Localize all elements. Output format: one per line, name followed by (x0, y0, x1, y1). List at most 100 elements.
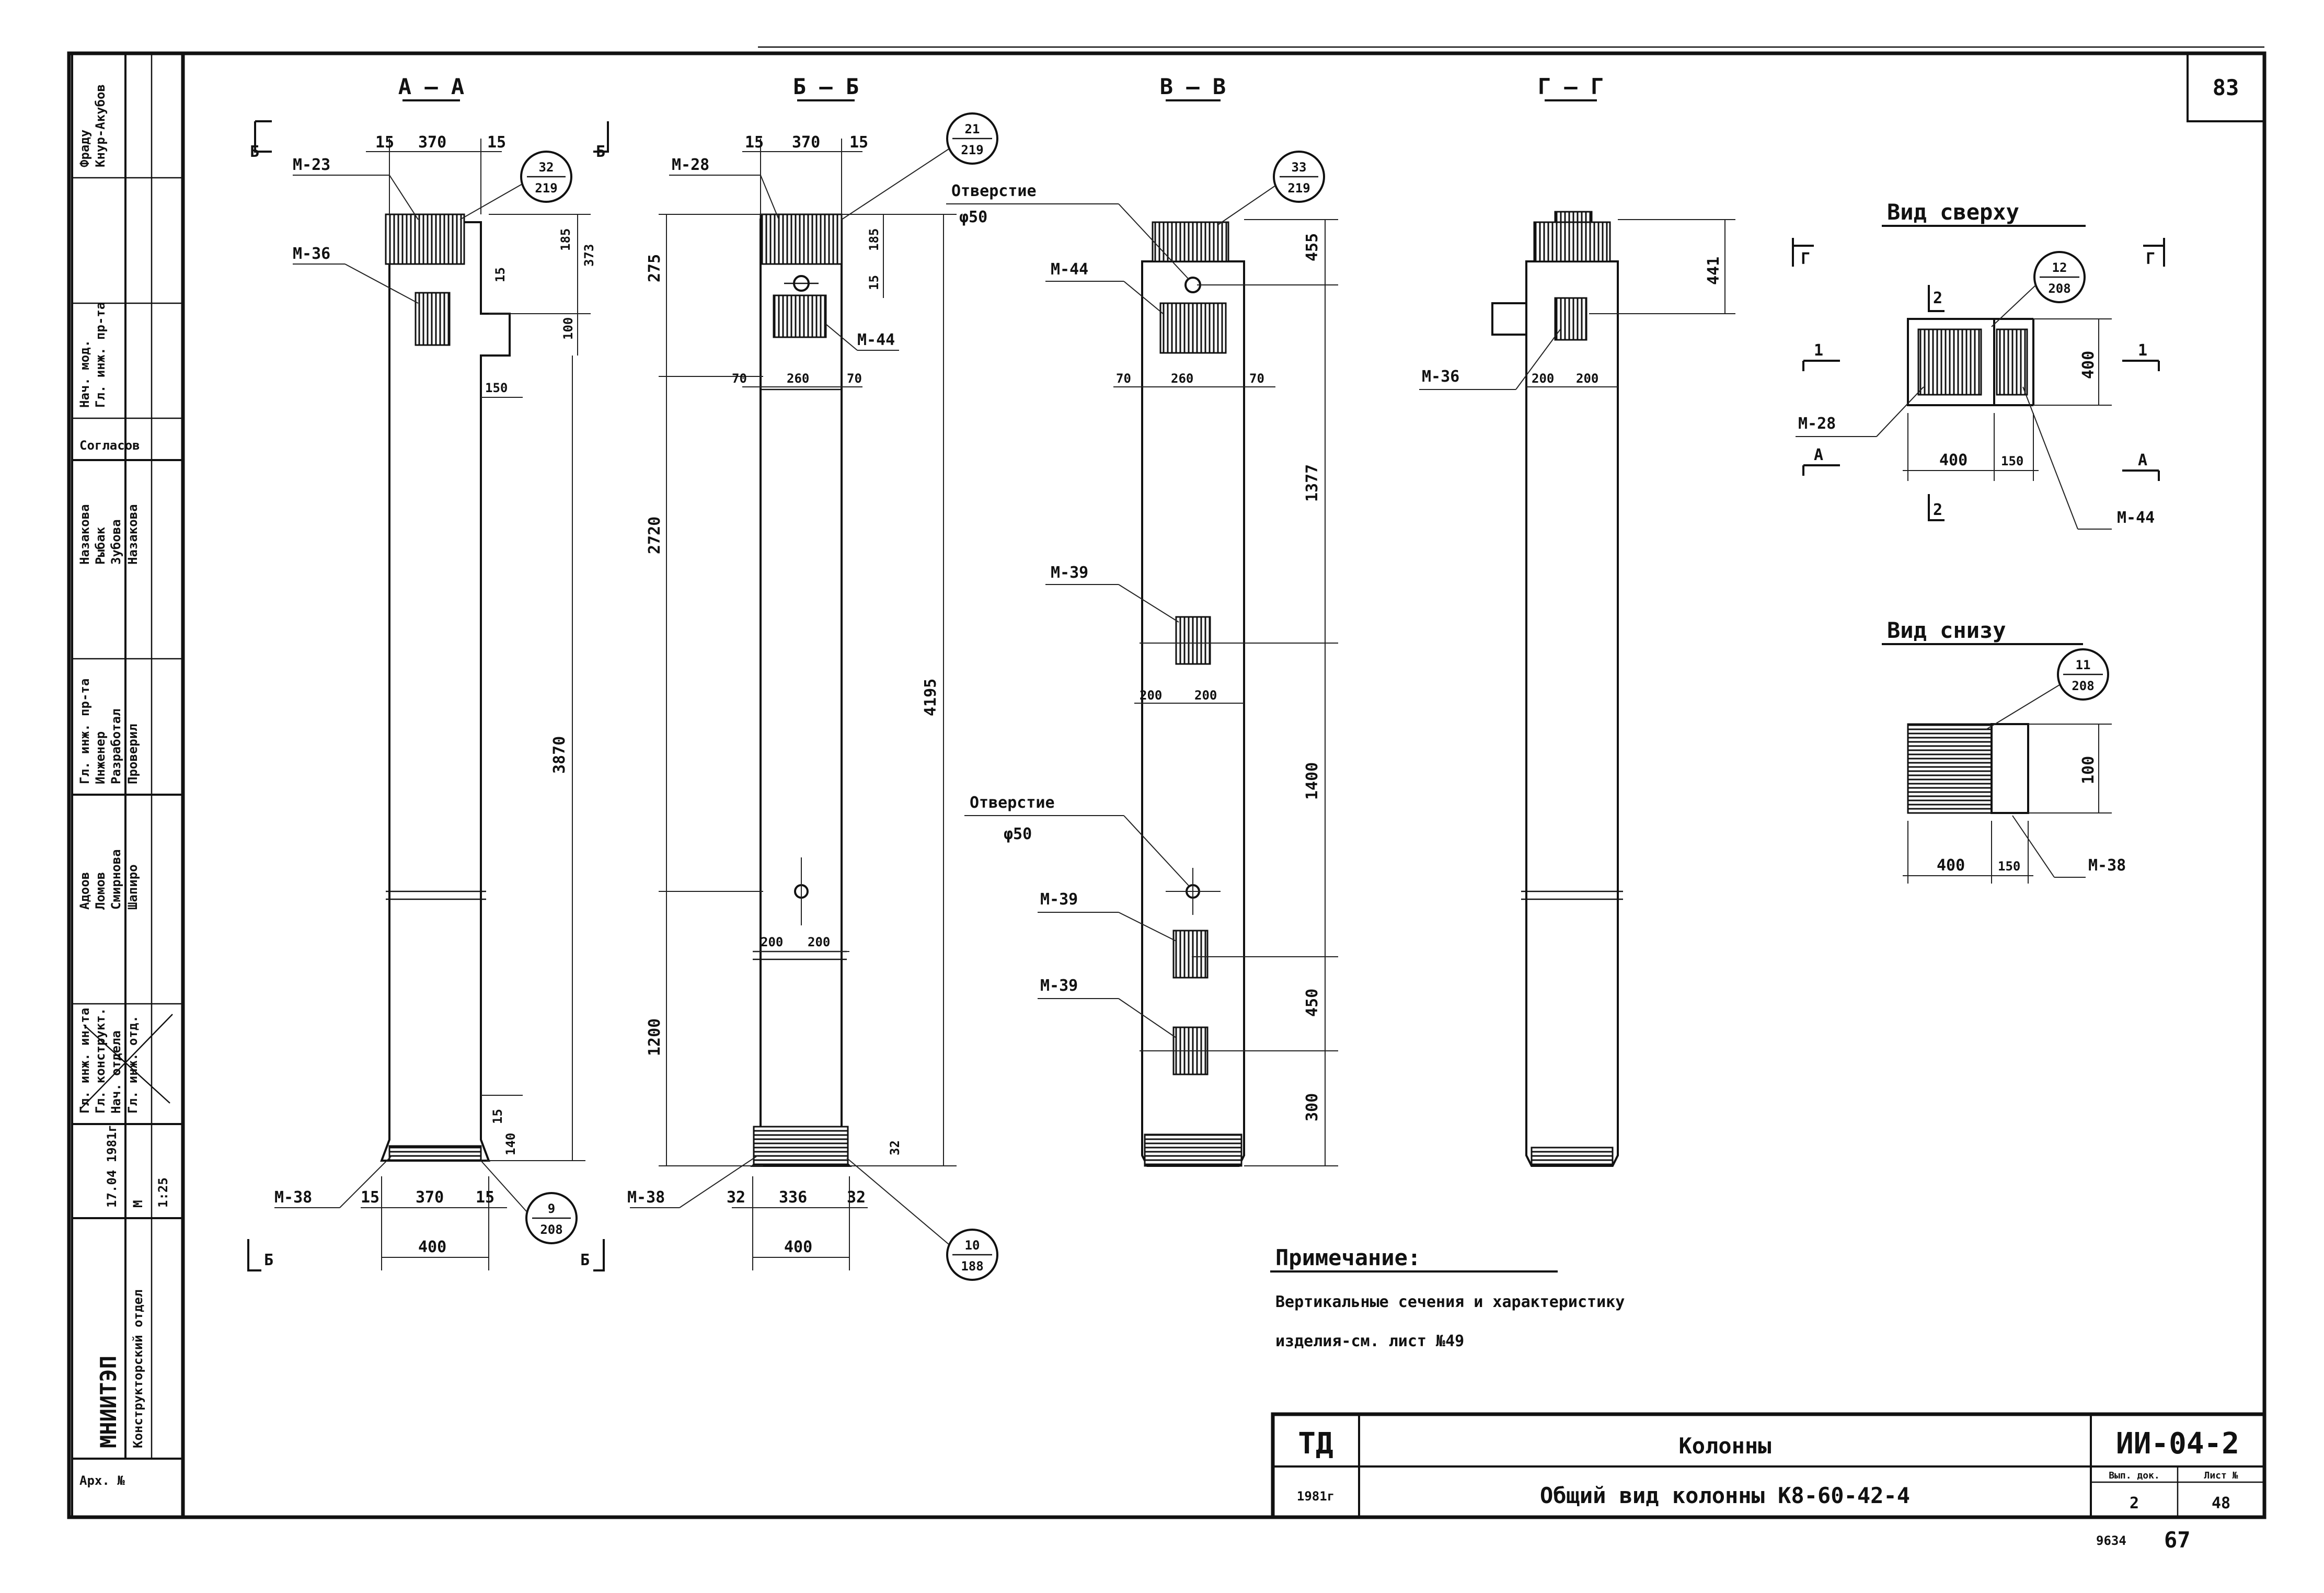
bb-dim-200-l: 200 (761, 935, 783, 949)
side-stamp-scale-m: М (131, 1200, 145, 1208)
side-stamp-institute: МНИИТЭП (96, 1356, 121, 1448)
side-stamp-role-5: Инженер (93, 731, 108, 784)
side-stamp-name-0: Адоов (77, 872, 92, 910)
bb-label-m38: М-38 (627, 1188, 665, 1207)
note-block: Примечание: Вертикальные сечения и харак… (1270, 1245, 1625, 1350)
side-stamp-name-3: Шапиро (125, 864, 140, 910)
gg-dim-200-r: 200 (1576, 371, 1598, 386)
side-stamp-role-1: Гл. конструкт. (93, 1008, 108, 1114)
bb-dim-275: 275 (646, 254, 664, 282)
stamp-title-main: Колонны (1678, 1433, 1771, 1459)
aa-dim-15-small: 15 (493, 267, 508, 282)
section-gg: Г – Г 441 200 200 М-36 (1419, 74, 1735, 1167)
bb-dim-15-small: 15 (867, 275, 881, 290)
vv-hole-dia-1: φ50 (959, 208, 987, 226)
aa-dim-370-bot: 370 (416, 1188, 444, 1207)
sheet-frame (67, 46, 2267, 1519)
side-stamp-role-4: Гл. инж. пр-та (77, 679, 92, 784)
view-top-sec-a-r: А (2138, 451, 2147, 469)
aa-dim-100: 100 (561, 317, 576, 340)
signature-mark (80, 1014, 173, 1109)
vv-dim-455: 455 (1303, 233, 1321, 261)
note-heading: Примечание: (1275, 1245, 1421, 1270)
bb-dim-4195: 4195 (922, 679, 940, 716)
view-bottom-callout-num: 11 (2076, 658, 2091, 672)
view-bottom-callout-den: 208 (2072, 679, 2094, 693)
stamp-below-1: 9634 (2096, 1533, 2126, 1548)
view-top-dim-400-v: 400 (2079, 351, 2098, 379)
side-stamp-scale: 1:25 (156, 1177, 170, 1208)
side-stamp-name-4: Назакова (77, 504, 92, 565)
gg-label-m36: М-36 (1422, 368, 1459, 386)
bb-dim-32-l: 32 (727, 1188, 745, 1207)
aa-dim-140: 140 (503, 1133, 518, 1155)
side-stamp-name-7: Назакова (125, 504, 140, 565)
bb-dim-2720: 2720 (646, 517, 664, 554)
title-block: ТД 1981г Колонны Общий вид колонны К8-60… (1271, 1412, 2267, 1553)
aa-dim-370-top: 370 (418, 133, 446, 152)
stamp-year: 1981г (1297, 1489, 1334, 1504)
aa-label-m38: М-38 (274, 1188, 312, 1207)
bb-dim-200-r: 200 (808, 935, 830, 949)
side-stamp-name-1: Ломов (93, 872, 108, 910)
view-top-label-m28: М-28 (1798, 415, 1836, 433)
aa-dim-15-br: 15 (476, 1188, 494, 1207)
side-stamp-name-2: Смирнова (109, 849, 123, 910)
stamp-org: ТД (1298, 1427, 1333, 1461)
side-stamp-agreed: Согласов (79, 438, 140, 453)
aa-dim-150: 150 (485, 381, 508, 395)
view-top-marker-r: Г (2146, 250, 2155, 268)
aa-label-m36: М-36 (293, 245, 330, 263)
aa-label-m23: М-23 (293, 156, 330, 174)
section-vv: В – В 455 1377 1400 450 300 70 260 70 20… (946, 74, 1338, 1167)
stamp-sheet: 48 (2212, 1494, 2230, 1512)
stamp-issue: 2 (2130, 1494, 2139, 1512)
bb-label-m28: М-28 (672, 156, 709, 174)
aa-callout-top-den: 219 (535, 181, 557, 196)
aa-dim-3870: 3870 (550, 736, 569, 774)
view-top-sec-1-l: 1 (1814, 341, 1823, 360)
side-stamp-role-7: Проверил (125, 724, 140, 784)
vv-dim-200-r: 200 (1194, 688, 1217, 703)
vv-dim-200-l: 200 (1140, 688, 1162, 703)
aa-dim-15-l: 15 (375, 133, 394, 152)
side-stamp-role-6: Разработал (109, 709, 123, 785)
view-top-sec-a-l: А (1814, 446, 1823, 464)
vv-dim-450: 450 (1303, 989, 1321, 1017)
vv-hole-dia-2: φ50 (1004, 825, 1032, 843)
view-top-sec-1-r: 1 (2138, 341, 2147, 360)
view-top-marker-l: Г (1801, 250, 1810, 268)
bb-callout-bot-num: 10 (965, 1238, 980, 1253)
vv-label-m44: М-44 (1051, 260, 1088, 279)
bb-dim-1200: 1200 (646, 1018, 664, 1056)
side-stamp-name-6: Зубова (109, 519, 123, 565)
view-top-sec-2-top: 2 (1933, 289, 1942, 307)
side-stamp-role-8: Нач. мод. (77, 340, 92, 408)
vv-dim-260: 260 (1171, 371, 1193, 386)
side-stamp-name-5: Рыбак (93, 526, 108, 565)
bb-dim-15-r: 15 (849, 133, 868, 152)
aa-marker-bl: Б (264, 1251, 273, 1269)
view-top-dim-150: 150 (2001, 454, 2023, 468)
side-stamp-role-0: Гл. инж. ин-та (77, 1008, 92, 1114)
view-top: Вид сверху Г Г 400 400 150 М-28 М-44 1 1 (1792, 199, 2165, 530)
bb-dim-70-l: 70 (732, 371, 747, 386)
aa-callout-top-num: 32 (539, 160, 554, 175)
view-bottom-title: Вид снизу (1887, 617, 2006, 643)
bb-dim-336: 336 (779, 1188, 807, 1207)
view-top-dim-400-h: 400 (1939, 451, 1968, 469)
view-bottom-dim-150: 150 (1998, 859, 2020, 874)
vv-label-m39-3: М-39 (1040, 977, 1078, 995)
side-stamp-dept: Конструкторский отдел (131, 1290, 145, 1448)
bb-dim-370: 370 (792, 133, 820, 152)
vv-hole-label-2: Отверстие (970, 794, 1055, 812)
gg-dim-441: 441 (1705, 257, 1723, 285)
section-aa: А – А Б Б 15 370 15 185 15 373 100 150 3… (247, 74, 609, 1271)
vv-dim-300: 300 (1303, 1093, 1321, 1121)
vv-label-m39-2: М-39 (1040, 890, 1078, 909)
side-stamp-role-9: Гл. инж. пр-та (93, 302, 108, 408)
section-gg-title: Г – Г (1538, 74, 1604, 99)
view-top-callout-den: 208 (2048, 281, 2070, 296)
